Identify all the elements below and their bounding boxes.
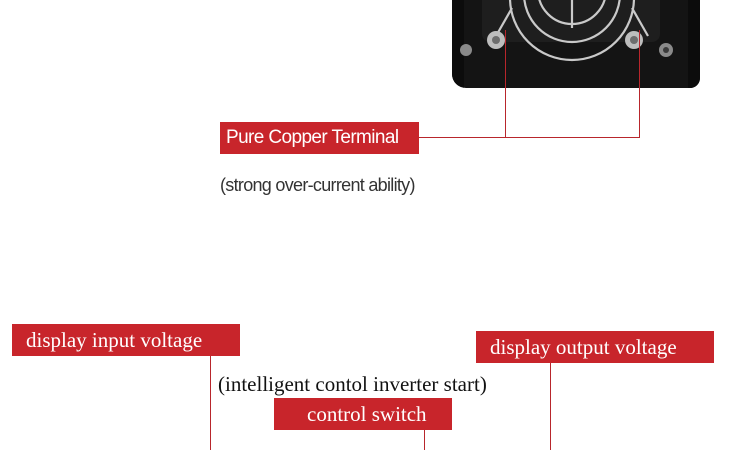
switch-note: (intelligent contol inverter start): [218, 372, 487, 396]
copper-terminal-note: (strong over-current ability): [220, 175, 415, 195]
fan-guard-icon: [452, 0, 700, 88]
inverter-device-image: [452, 0, 700, 88]
callout-line-switch: [424, 430, 425, 450]
output-voltage-label: display output voltage: [476, 331, 714, 363]
callout-line-terminal-left: [505, 30, 506, 137]
callout-line-input: [210, 356, 211, 450]
callout-line-output: [550, 363, 551, 450]
callout-line-terminal-horizontal: [418, 137, 640, 138]
copper-terminal-label: Pure Copper Terminal: [220, 122, 419, 154]
control-switch-label: control switch: [274, 398, 452, 430]
screw-icon: [460, 31, 673, 57]
input-voltage-label: display input voltage: [12, 324, 240, 356]
callout-line-terminal-right: [639, 30, 640, 137]
